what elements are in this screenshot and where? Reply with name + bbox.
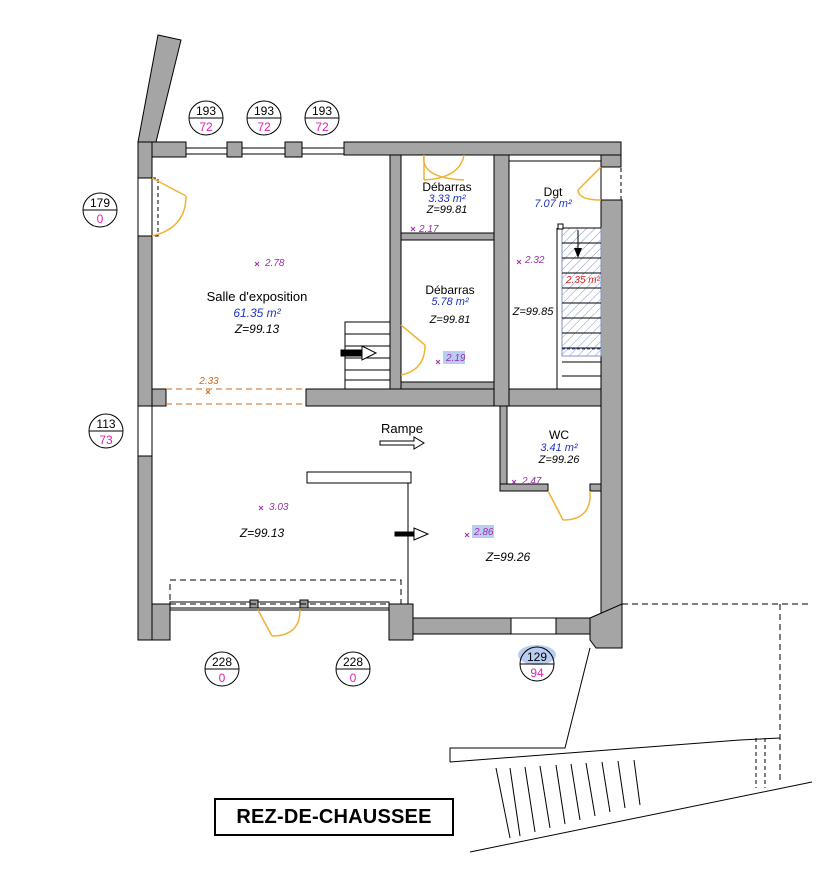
wc-name: WC <box>549 428 569 442</box>
room-labels: Salle d'exposition 61.35 m² Z=99.13 2.78… <box>198 180 600 564</box>
top-windows <box>137 147 557 635</box>
debarras1-area: 3.33 m² <box>428 193 466 205</box>
height-markers <box>205 226 522 538</box>
debarras1-name: Débarras <box>422 180 471 194</box>
debarras1-height: 2.17 <box>418 224 439 235</box>
zone-lower-right-height: 2.86 <box>473 527 494 538</box>
tag-top: 113 <box>96 417 115 431</box>
salle-level: Z=99.13 <box>234 322 280 336</box>
dgt-extra-area: 2.35 m² <box>565 275 601 286</box>
tag-bottom: 72 <box>199 120 213 134</box>
tag-top: 228 <box>343 655 363 669</box>
zone-lower-right-level: Z=99.26 <box>485 550 531 564</box>
debarras2-area: 5.78 m² <box>431 296 469 308</box>
dashed-lines <box>151 166 812 788</box>
doors <box>151 154 602 637</box>
beam-height: 2.33 <box>198 376 219 387</box>
salle-height: 2.78 <box>264 258 285 269</box>
salle-area: 61.35 m² <box>233 306 281 320</box>
debarras2-height: 2.19 <box>445 353 466 364</box>
walls <box>137 34 623 649</box>
debarras1-level: Z=99.81 <box>426 204 468 216</box>
tag-top: 193 <box>254 104 274 118</box>
dgt-area: 7.07 m² <box>534 198 572 210</box>
debarras2-level: Z=99.81 <box>429 314 471 326</box>
tag-bottom: 0 <box>350 671 357 685</box>
tag-bottom: 72 <box>257 120 271 134</box>
rampe-label: Rampe <box>381 421 423 436</box>
tag-bottom: 73 <box>99 433 113 447</box>
wc-level: Z=99.26 <box>538 454 581 466</box>
debarras2-name: Débarras <box>425 283 474 297</box>
wc-height: 2.47 <box>521 476 542 487</box>
tag-top: 193 <box>312 104 332 118</box>
zone-lower-left-level: Z=99.13 <box>239 526 285 540</box>
arrows <box>340 345 430 541</box>
tag-bottom: 94 <box>530 666 544 680</box>
outside-stair <box>449 647 813 853</box>
dgt-height: 2.32 <box>524 255 545 266</box>
tag-top: 228 <box>212 655 232 669</box>
tag-top: 193 <box>196 104 216 118</box>
tag-bottom: 0 <box>97 212 104 226</box>
tag-bottom: 72 <box>315 120 329 134</box>
salle-name: Salle d'exposition <box>207 289 308 304</box>
tag-bottom: 0 <box>219 671 226 685</box>
dgt-level: Z=99.85 <box>512 306 555 318</box>
plan-title: REZ-DE-CHAUSSEE <box>214 798 454 836</box>
tag-top: 179 <box>90 196 110 210</box>
dgt-name: Dgt <box>544 185 563 199</box>
tag-top: 129 <box>527 650 547 664</box>
wc-area: 3.41 m² <box>540 442 578 454</box>
zone-lower-left-height: 3.03 <box>269 502 289 513</box>
dgt-stair <box>557 223 602 377</box>
